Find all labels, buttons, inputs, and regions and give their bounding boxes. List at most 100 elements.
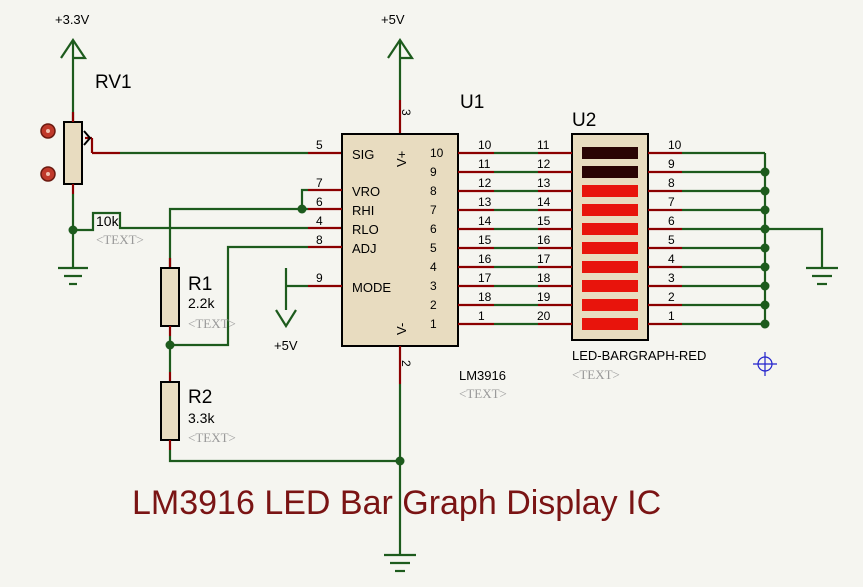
u2-part: LED-BARGRAPH-RED [572,348,706,363]
bus-wires [494,151,770,329]
u2-ref: U2 [572,110,596,131]
u2-right-pin-num: 5 [668,233,675,247]
mode-wiring: +5V [274,268,308,353]
u1-right-pin-inner: 3 [430,279,437,293]
crosshair-icon [753,352,777,376]
u1-right-pin-outer: 18 [478,290,492,304]
u2-right-pin-num: 7 [668,195,675,209]
led-segment-on [582,261,638,273]
u2-left-pin-num: 16 [537,233,551,247]
u1-pin-sig: SIG [352,147,374,162]
u2-right-pin-num: 2 [668,290,675,304]
u1-right-pin-inner: 8 [430,184,437,198]
supply-5v-top: +5V 3 [381,12,415,134]
u2-right-pin-num: 1 [668,309,675,323]
u2-left-pin-num: 13 [537,176,551,190]
u1-right-pin-outer: 17 [478,271,492,285]
led-segment-on [582,280,638,292]
u1-ref: U1 [460,92,484,113]
u1-right-pin-inner: 2 [430,298,437,312]
u1-right-pin-outer: 10 [478,138,492,152]
u1-pin-rlo: RLO [352,222,379,237]
u1-right-pin-inner: 7 [430,203,437,217]
u1-right-pin-inner: 1 [430,317,437,331]
rv1-ref: RV1 [95,72,132,93]
r1-ref: R1 [188,274,212,295]
u1-right-pin-outer: 15 [478,233,492,247]
u1-right-pin-outer: 1 [478,309,485,323]
u1-right-pin-inner: 4 [430,260,437,274]
u1-body [341,133,459,347]
u1-right-pin-outer: 13 [478,195,492,209]
u1-right-pin-inner: 10 [430,146,444,160]
u2-left-pin-num: 18 [537,271,551,285]
r2-resistor: R2 3.3k <TEXT> [160,372,400,463]
u2-right-pin-num: 9 [668,157,675,171]
u2-left-pin-num: 14 [537,195,551,209]
u1-pin-rhi: RHI [352,203,374,218]
u1-pin-3: 3 [399,109,413,116]
ground-bottom [384,384,416,573]
u2-left-pin-num: 11 [537,138,550,152]
u1-pinnum-4: 4 [316,214,323,228]
u2-left-pin-num: 15 [537,214,551,228]
u1-right-pin-outer: 14 [478,214,492,228]
led-segment-off [582,166,638,178]
led-segment-on [582,299,638,311]
u1-pin-adj: ADJ [352,241,377,256]
u1-vplus: V+ [394,151,409,167]
u2-right-pin-num: 4 [668,252,675,266]
u1-vminus: V- [394,323,409,335]
led-segment-on [582,223,638,235]
diagram-caption: LM3916 LED Bar Graph Display IC [132,484,661,522]
u2-right-pin-num: 6 [668,214,675,228]
supply-5v-mode-label: +5V [274,338,298,353]
u2-right-pin-num: 10 [668,138,682,152]
rv1-text: <TEXT> [96,232,144,247]
supply-3v3: +3.3V [55,12,90,122]
r1-text: <TEXT> [188,316,236,331]
u1-pinnum-8: 8 [316,233,323,247]
u1-pin-mode: MODE [352,280,391,295]
u1-pinnum-6: 6 [316,195,323,209]
u1-pin-vro: VRO [352,184,380,199]
supply-5v-top-label: +5V [381,12,405,27]
u1-right-pin-inner: 9 [430,165,437,179]
rv1-value: 10k [96,213,120,229]
u1-right-pin-outer: 16 [478,252,492,266]
u1-right-pin-outer: 12 [478,176,492,190]
led-segment-on [582,242,638,254]
u2-left-pin-num: 17 [537,252,551,266]
rv1-body [63,121,83,185]
r1-value: 2.2k [188,295,215,311]
u1-right-pin-outer: 11 [478,157,491,171]
u1-pinnum-5: 5 [316,138,323,152]
u1-lm3916: U1 SIG 5 VRO 7 RHI 6 RLO 4 ADJ 8 MODE 9 … [308,92,507,401]
u1-right-pin-inner: 6 [430,222,437,236]
r2-value: 3.3k [188,410,215,426]
rv1-ground-wiring [58,194,342,286]
led-segment-on [582,185,638,197]
u2-left-pin-num: 20 [537,309,551,323]
rv1-wiper-arrow [83,130,92,146]
u1-text: <TEXT> [459,386,507,401]
r2-ref: R2 [188,387,212,408]
supply-3v3-label: +3.3V [55,12,90,27]
u1-pin-2: 2 [399,360,413,367]
vro-rhi-wiring [168,188,308,347]
led-segment-on [582,204,638,216]
u2-left-pin-num: 12 [537,157,551,171]
led-segment-on [582,318,638,330]
r2-text: <TEXT> [188,430,236,445]
u1-part: LM3916 [459,368,506,383]
u1-right-pin-inner: 5 [430,241,437,255]
u1-pinnum-9: 9 [316,271,323,285]
u2-right-pin-num: 8 [668,176,675,190]
u1-pinnum-7: 7 [316,176,323,190]
rv1-potentiometer: RV1 10k <TEXT> [40,72,342,247]
ground-right [765,227,838,286]
